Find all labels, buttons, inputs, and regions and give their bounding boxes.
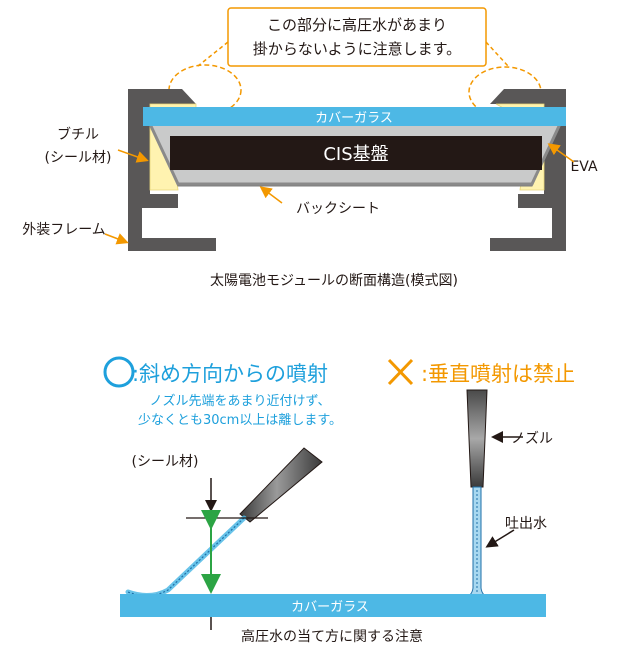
- seal-label: (シール材): [132, 454, 199, 470]
- angled-spray: [125, 515, 247, 598]
- angled-nozzle: [239, 447, 323, 523]
- section2-caption: 高圧水の当て方に関する注意: [241, 628, 423, 645]
- vertical-nozzle: [466, 389, 488, 488]
- discharge-arrow: [485, 529, 515, 548]
- back-sheet: [148, 123, 562, 186]
- butyl-arrow: [117, 149, 149, 163]
- eva-label: EVA: [570, 159, 598, 175]
- discharge-label: 吐出水: [505, 516, 547, 532]
- back-sheet-arrow: [259, 186, 283, 204]
- callout-line1: この部分に高圧水があまり: [267, 16, 447, 34]
- cis-substrate-label: CIS基盤: [323, 144, 388, 165]
- cover-glass-bottom-label: カバーガラス: [291, 600, 369, 615]
- cis-substrate: [170, 136, 542, 170]
- nozzle-label: ノズル: [511, 431, 553, 447]
- back-sheet-label: バックシート: [296, 201, 380, 217]
- cover-glass-bottom: [120, 594, 546, 617]
- butyl-label-line1: ブチル: [57, 126, 99, 143]
- ng-heading: :垂直噴射は禁止: [421, 362, 575, 386]
- callout-box: この部分に高圧水があまり 掛からないように注意します。: [227, 7, 487, 67]
- frame-arrow: [104, 233, 129, 245]
- ok-heading: :斜め方向からの噴射: [132, 362, 328, 386]
- butyl-label-line2: (シール材): [45, 150, 112, 166]
- section1-caption: 太陽電池モジュールの断面構造(模式図): [210, 273, 458, 289]
- ok-note-line1: ノズル先端をあまり近付けず、: [149, 393, 330, 409]
- frame-label: 外装フレーム: [22, 222, 106, 238]
- ng-cross-icon: [387, 358, 414, 386]
- cover-glass-top: [143, 107, 566, 126]
- eva-arrow: [547, 143, 575, 163]
- callout-line2: 掛からないように注意します。: [253, 40, 461, 58]
- cover-glass-label: カバーガラス: [315, 111, 393, 126]
- callout-leader-left: [197, 41, 229, 67]
- ok-note-line2: 少なくとも30cm以上は離します。: [138, 413, 342, 428]
- callout-leader-right: [485, 41, 509, 67]
- ok-circle-icon: [103, 356, 135, 388]
